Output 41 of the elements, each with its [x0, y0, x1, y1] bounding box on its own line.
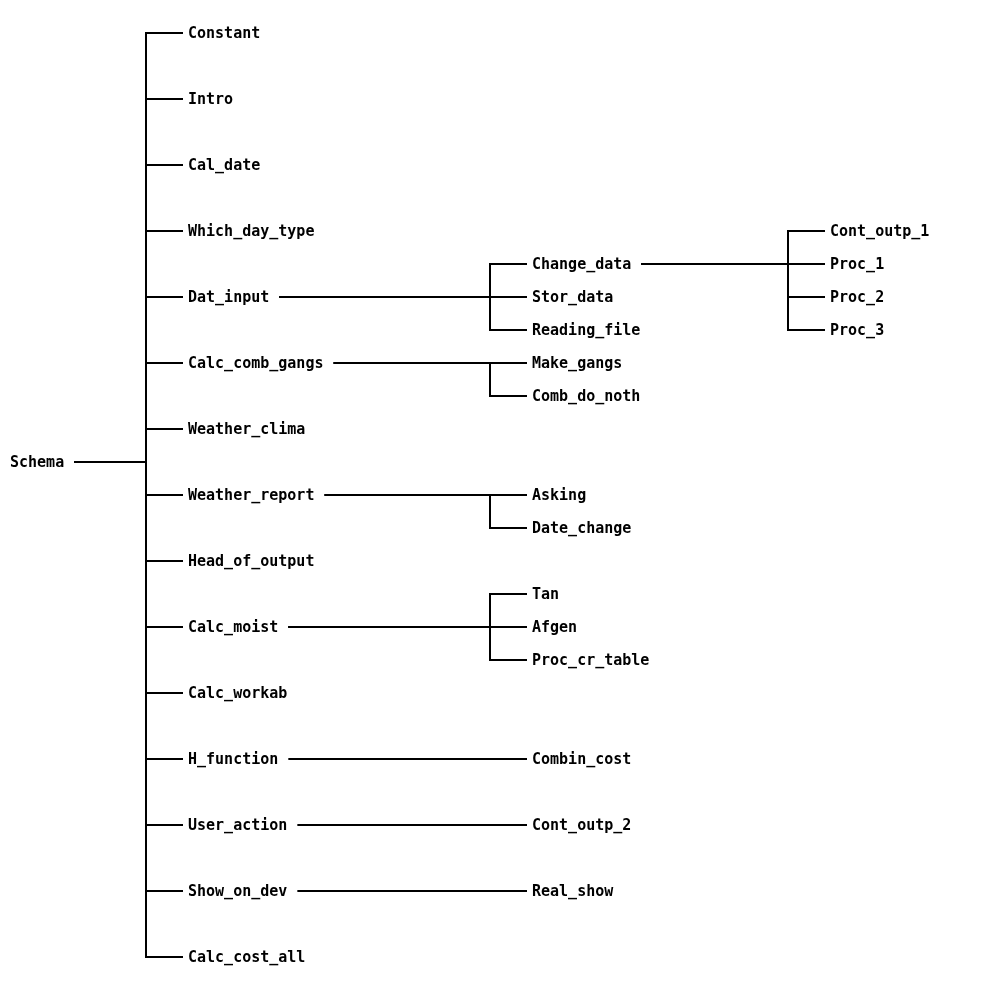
tree-item-label: Calc_cost_all — [188, 948, 306, 966]
tree-connector — [287, 626, 528, 661]
tree-item-label: Proc_3 — [830, 321, 885, 339]
tree-item-label: Show_on_dev — [188, 882, 288, 900]
tree-connector — [640, 263, 826, 331]
tree-connector — [332, 362, 528, 397]
tree-item-label: Make_gangs — [532, 354, 623, 372]
tree-item-label: Cont_outp_2 — [532, 816, 632, 834]
tree-item-label: Stor_data — [532, 288, 614, 306]
tree-item-label: Date_change — [532, 519, 632, 537]
tree-item-label: Afgen — [532, 618, 578, 636]
tree-connector — [296, 890, 528, 892]
tree-item-label: Schema — [10, 453, 65, 471]
tree-connector — [296, 824, 528, 826]
tree-connector — [278, 296, 528, 331]
tree-item-label: Cal_date — [188, 156, 261, 174]
tree-item-label: Tan — [532, 585, 560, 603]
tree-item-label: Proc_cr_table — [532, 651, 650, 669]
tree-item-label: Proc_2 — [830, 288, 885, 306]
tree-item-label: Head_of_output — [188, 552, 315, 570]
tree-item-label: Constant — [188, 24, 261, 42]
tree-item-label: Which_day_type — [188, 222, 315, 240]
tree-item-label: Weather_clima — [188, 420, 306, 438]
tree-item-label: User_action — [188, 816, 288, 834]
tree-item-label: H_function — [188, 750, 279, 768]
tree-item-label: Calc_comb_gangs — [188, 354, 324, 372]
tree-item-label: Combin_cost — [532, 750, 632, 768]
tree-item-label: Asking — [532, 486, 587, 504]
tree-connector — [287, 758, 528, 760]
tree-connector — [323, 494, 528, 529]
tree-item-label: Reading_file — [532, 321, 641, 339]
tree-item-label: Weather_report — [188, 486, 315, 504]
tree-item-label: Change_data — [532, 255, 632, 273]
tree-item-label: Cont_outp_1 — [830, 222, 930, 240]
tree-item-label: Proc_1 — [830, 255, 885, 273]
tree-item-label: Comb_do_noth — [532, 387, 641, 405]
tree-item-label: Dat_input — [188, 288, 270, 306]
tree-item-label: Calc_workab — [188, 684, 288, 702]
tree-item-label: Real_show — [532, 882, 614, 900]
tree-item-label: Intro — [188, 90, 234, 108]
tree-item-label: Calc_moist — [188, 618, 279, 636]
